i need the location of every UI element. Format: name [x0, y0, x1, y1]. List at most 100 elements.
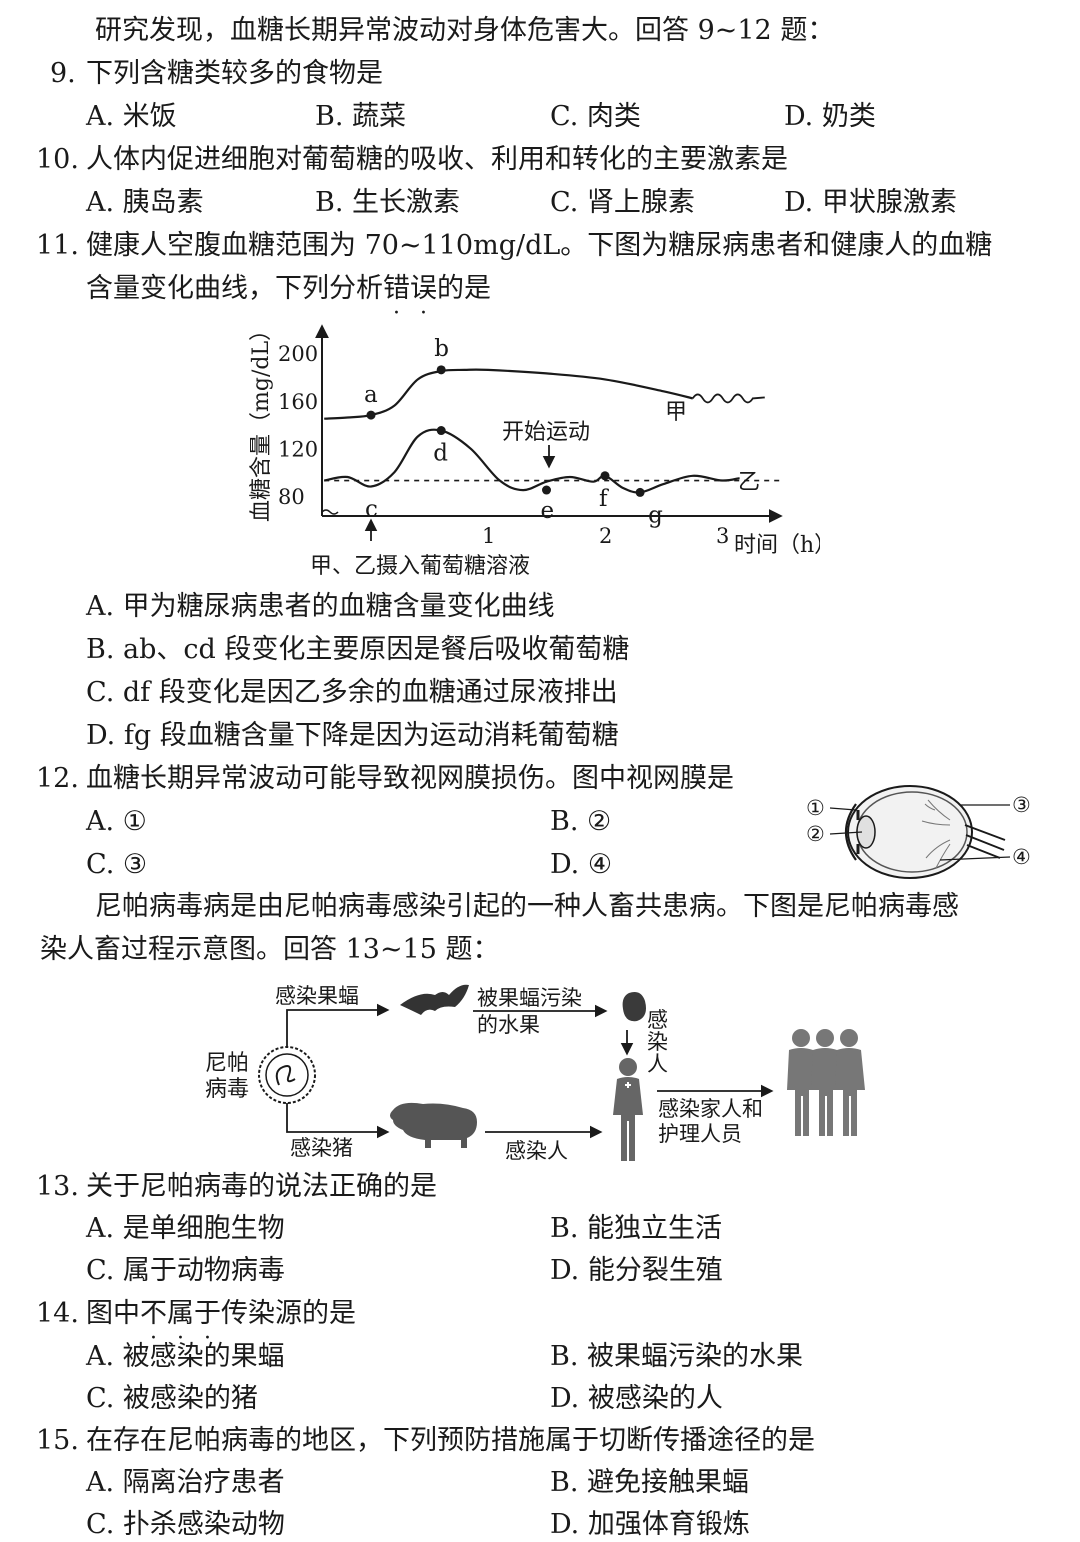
point-d-marker: [436, 426, 446, 436]
q14-stem: 图中不属于传染源的是: [86, 1297, 356, 1331]
branch-upper: [286, 1003, 390, 1047]
q10-stem: 人体内促进细胞对葡萄糖的吸收、利用和转化的主要激素是: [86, 144, 788, 175]
label-pig-infect-person: 感染人: [505, 1139, 568, 1163]
q9-stem: 下列含糖类较多的食物是: [86, 58, 383, 89]
point-e-marker: [542, 485, 551, 495]
q9-option-d: D. 奶类: [784, 101, 876, 132]
q9-option-b: B. 蔬菜: [315, 101, 407, 132]
x-tick-2: 2: [599, 524, 612, 548]
eye-label-4: ④: [1012, 845, 1031, 869]
eye-pointer-2: [829, 831, 863, 835]
section-intro-1: 研究发现，血糖长期异常波动对身体危害大。回答 9~12 题：: [95, 15, 835, 46]
infected-family-group-icon: [787, 1029, 865, 1136]
infected-person-icon: [613, 1058, 643, 1161]
y-tick-200: 200: [278, 342, 318, 366]
q10-option-a: A. 胰岛素: [86, 187, 204, 218]
q11-option-a: A. 甲为糖尿病患者的血糖含量变化曲线: [86, 591, 555, 622]
x-tick-3: 3: [716, 524, 729, 548]
q11-stem-part3: 的是: [437, 273, 491, 304]
q13-option-d: D. 能分裂生殖: [550, 1255, 723, 1286]
eye-pointer-4: [939, 856, 1011, 861]
blood-vessels: [921, 799, 951, 869]
y-tick-120: 120: [278, 437, 318, 461]
y-tick-80: 80: [278, 485, 305, 509]
q10-option-c: C. 肾上腺素: [550, 187, 695, 218]
section-intro-2-line1: 尼帕病毒病是由尼帕病毒感染引起的一种人畜共患病。下图是尼帕病毒感: [95, 891, 959, 922]
eye-label-1: ①: [806, 796, 825, 820]
x-ticks: 1 2 3: [482, 524, 729, 548]
annotation-ingest: 甲、乙摄入葡萄糖溶液: [310, 554, 530, 579]
q14-stem-part1: 图中: [86, 1298, 140, 1329]
label-fruit-2: 的水果: [477, 1013, 540, 1037]
point-e-label: e: [541, 498, 555, 524]
label-infect-person-v3: 人: [647, 1052, 668, 1076]
point-b-marker: [436, 365, 446, 375]
y-axis-label: 血糖含量（mg/dL）: [249, 319, 274, 522]
eyeball-outline: [847, 785, 973, 879]
q14-option-a: A. 被感染的果蝠: [86, 1341, 285, 1372]
q11-number: 11.: [36, 230, 79, 261]
series-yi-label: 乙: [738, 470, 760, 495]
q13-option-c: C. 属于动物病毒: [86, 1255, 285, 1286]
eye-pointer-1: [829, 807, 857, 811]
point-g-label: g: [648, 502, 663, 528]
q15-option-c: C. 扑杀感染动物: [86, 1509, 285, 1540]
q11-stem-part1: 含量变化曲线，下列分析: [86, 273, 383, 304]
q13-number: 13.: [36, 1171, 79, 1202]
fruit-bat-icon: [400, 984, 469, 1015]
point-a-marker: [366, 410, 376, 420]
point-g-marker: [635, 487, 645, 497]
label-infect-person-v2: 染: [647, 1030, 668, 1054]
nipah-transmission-diagram: 尼帕 病毒 感染果蝠 感染猪 被果蝠污染 的水果 感 染 人 感染人 感染家人和…: [205, 984, 865, 1163]
x-tick-1: 1: [482, 524, 495, 548]
point-c-label: c: [365, 496, 378, 522]
branch-lower: [286, 1103, 390, 1139]
label-infect-bat: 感染果蝠: [275, 984, 359, 1008]
q12-number: 12.: [36, 763, 79, 794]
virus-label-2: 病毒: [205, 1077, 249, 1102]
series-yi-line: [323, 428, 740, 494]
section-intro-2-line2: 染人畜过程示意图。回答 13~15 题：: [40, 934, 500, 965]
series-jia-label: 甲: [665, 400, 687, 425]
eye-label-2: ②: [806, 822, 825, 846]
label-fruit-1: 被果蝠污染: [477, 986, 582, 1010]
virus-label-1: 尼帕: [205, 1051, 249, 1076]
q9-option-c: C. 肉类: [550, 101, 641, 132]
q15-stem: 在存在尼帕病毒的地区，下列预防措施属于切断传播途径的是: [86, 1425, 815, 1456]
virus-rna: [275, 1065, 296, 1086]
q15-number: 15.: [36, 1425, 79, 1456]
q15-option-a: A. 隔离治疗患者: [86, 1467, 285, 1498]
label-infect-pig: 感染猪: [290, 1136, 353, 1160]
q12-option-b: B. ②: [550, 806, 612, 837]
q13-option-b: B. 能独立生活: [550, 1213, 723, 1244]
q10-number: 10.: [36, 144, 79, 175]
q9-number: 9.: [50, 58, 76, 89]
eye-diagram: ① ② ③ ④: [806, 785, 1031, 879]
q13-stem: 关于尼帕病毒的说法正确的是: [86, 1171, 437, 1202]
annotation-exercise: 开始运动: [502, 420, 590, 445]
q14-option-b: B. 被果蝠污染的水果: [550, 1341, 804, 1372]
q14-option-d: D. 被感染的人: [550, 1383, 723, 1414]
point-b-label: b: [434, 336, 449, 362]
label-family-2: 护理人员: [658, 1122, 742, 1146]
q11-option-d: D. fg 段血糖含量下降是因为运动消耗葡萄糖: [86, 720, 619, 751]
q9-option-a: A. 米饭: [86, 101, 177, 132]
q12-option-a: A. ①: [86, 806, 147, 837]
q14-number: 14.: [36, 1298, 79, 1329]
q14-stem-part3: 传染源的是: [221, 1298, 356, 1329]
optic-nerve: [964, 824, 1006, 859]
series-jia-tail: [691, 393, 765, 404]
virus-inner-shell: [265, 1053, 309, 1097]
q10-option-d: D. 甲状腺激素: [784, 187, 957, 218]
q11-emphasis-char-1: 错: [383, 273, 410, 304]
q12-stem: 血糖长期异常波动可能导致视网膜损伤。图中视网膜是: [86, 763, 734, 794]
label-infect-person-v1: 感: [647, 1008, 668, 1032]
q11-stem-line2: 含量变化曲线，下列分析错误的是: [86, 272, 491, 306]
y-tick-160: 160: [278, 390, 318, 414]
x-axis-label: 时间（h）: [734, 533, 820, 558]
q11-stem-line1: 健康人空腹血糖范围为 70~110mg/dL。下图为糖尿病患者和健康人的血糖: [86, 230, 993, 261]
point-a-label: a: [364, 382, 378, 408]
point-f-label: f: [599, 486, 609, 512]
eye-label-3: ③: [1012, 793, 1031, 817]
blood-glucose-chart: 血糖含量（mg/dL） 200 160 120 80 1 2 3 时间（h） 甲 乙 a b…: [249, 319, 820, 579]
